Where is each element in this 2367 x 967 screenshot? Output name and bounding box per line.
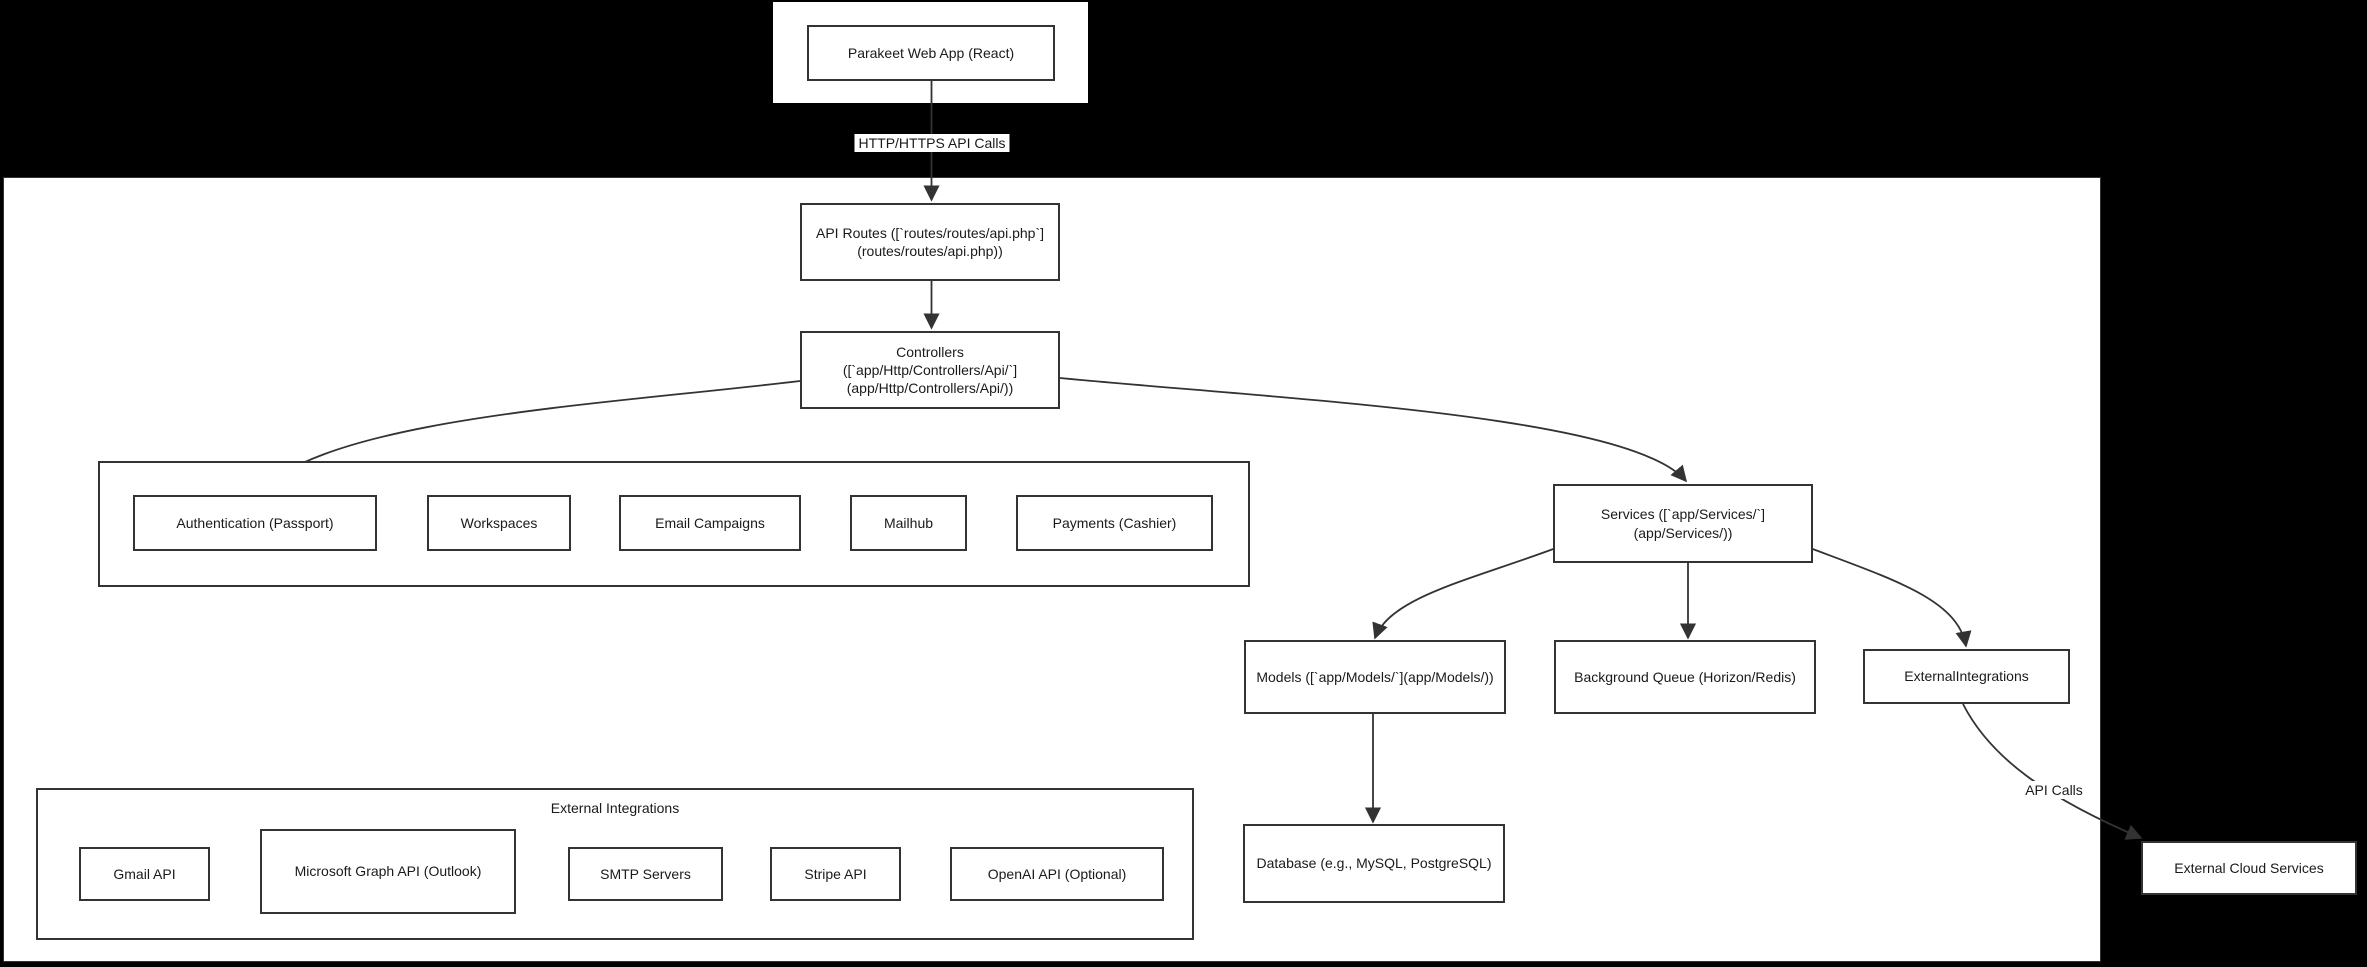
node-mailhub: Mailhub: [850, 495, 967, 551]
node-email-campaigns: Email Campaigns: [619, 495, 801, 551]
node-payments: Payments (Cashier): [1016, 495, 1213, 551]
node-external-integrations: ExternalIntegrations: [1863, 649, 2070, 704]
integrations-group-title: External Integrations: [550, 800, 680, 816]
node-services: Services ([`app/Services/`](app/Services…: [1553, 484, 1813, 563]
node-models: Models ([`app/Models/`](app/Models/)): [1244, 640, 1506, 714]
node-external-cloud-services: External Cloud Services: [2141, 841, 2357, 895]
node-stripe-api: Stripe API: [770, 847, 901, 901]
node-ms-graph-api: Microsoft Graph API (Outlook): [260, 829, 516, 914]
node-workspaces: Workspaces: [427, 495, 571, 551]
node-background-queue: Background Queue (Horizon/Redis): [1554, 640, 1816, 714]
edge-label-api-calls: API Calls: [2021, 781, 2087, 799]
node-authentication: Authentication (Passport): [133, 495, 377, 551]
node-openai-api: OpenAI API (Optional): [950, 847, 1164, 901]
node-smtp-servers: SMTP Servers: [568, 847, 723, 901]
node-api-routes: API Routes ([`routes/routes/api.php`] (r…: [800, 203, 1060, 281]
node-gmail-api: Gmail API: [79, 847, 210, 901]
edge-label-http-calls: HTTP/HTTPS API Calls: [854, 134, 1010, 152]
node-controllers: Controllers ([`app/Http/Controllers/Api/…: [800, 331, 1060, 409]
node-parakeet-web-app: Parakeet Web App (React): [807, 25, 1055, 81]
node-database: Database (e.g., MySQL, PostgreSQL): [1243, 824, 1505, 903]
